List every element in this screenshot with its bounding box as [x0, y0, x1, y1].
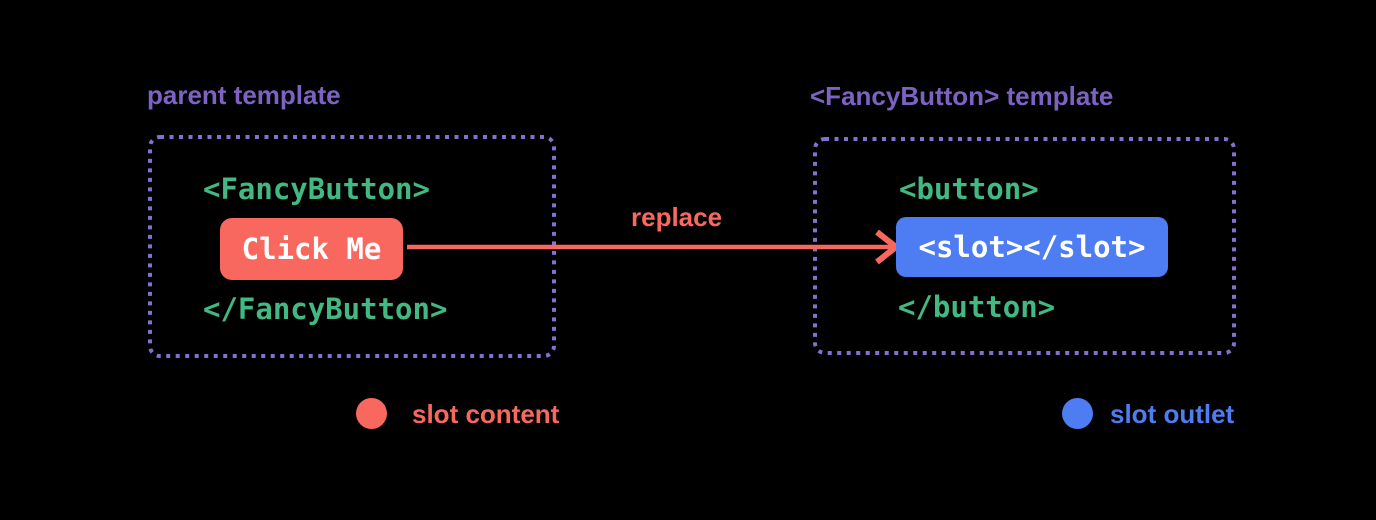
- parent-template-box: [148, 135, 556, 358]
- slot-outlet-dot-icon: [1062, 398, 1093, 429]
- fancybutton-template-box: [813, 137, 1236, 355]
- button-close-tag: </button>: [898, 290, 1056, 324]
- slot-content-dot-icon: [356, 398, 387, 429]
- click-me-button: Click Me: [220, 218, 403, 280]
- parent-close-tag: </FancyButton>: [203, 292, 448, 326]
- slot-outlet-legend-label: slot outlet: [1110, 399, 1235, 429]
- parent-template-label: parent template: [147, 80, 341, 110]
- click-me-label: Click Me: [241, 232, 382, 266]
- slot-outlet-box: <slot></slot>: [896, 217, 1168, 277]
- slot-outlet-code: <slot></slot>: [918, 230, 1146, 264]
- fancybutton-template-label: <FancyButton> template: [810, 81, 1114, 111]
- parent-open-tag: <FancyButton>: [203, 172, 430, 206]
- button-open-tag: <button>: [899, 172, 1039, 206]
- slot-content-legend-label: slot content: [412, 399, 560, 429]
- replace-label: replace: [631, 202, 723, 232]
